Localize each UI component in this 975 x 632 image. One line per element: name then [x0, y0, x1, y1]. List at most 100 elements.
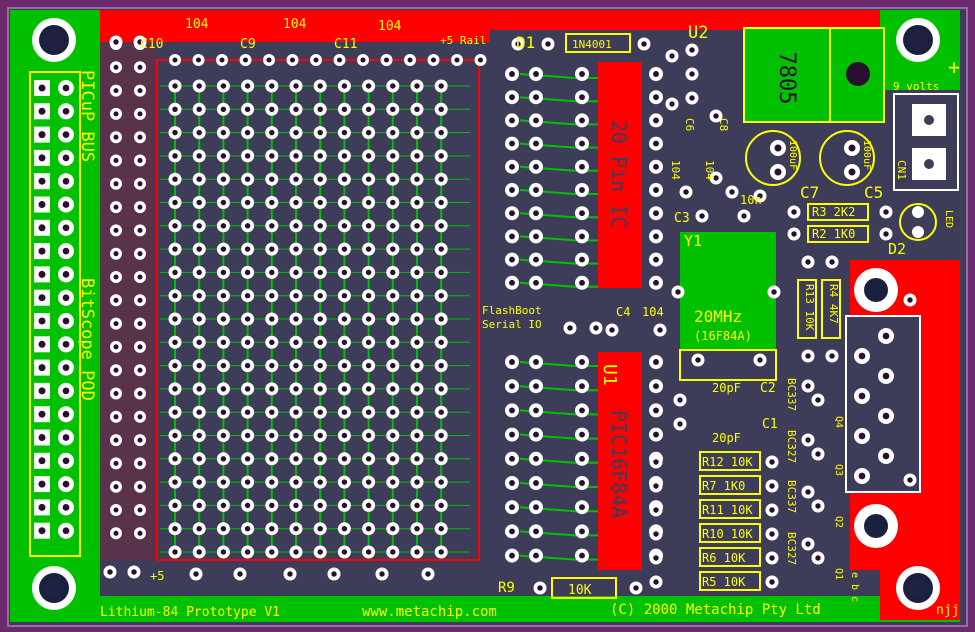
proto-hole	[362, 172, 376, 186]
proto-hole	[241, 452, 255, 466]
pad	[903, 473, 917, 487]
proto-hole	[168, 219, 182, 233]
proto-hole	[410, 359, 424, 373]
header-pin	[34, 289, 50, 306]
proto-hole	[192, 475, 206, 489]
proto-hole	[110, 504, 122, 516]
proto-hole	[386, 475, 400, 489]
proto-hole	[241, 196, 255, 209]
proto-hole	[434, 172, 448, 186]
label-q1: Q1	[833, 568, 844, 580]
proto-hole	[265, 359, 279, 373]
header-pin	[34, 406, 50, 423]
label-c11: C11	[334, 37, 357, 52]
proto-hole	[386, 219, 400, 233]
ic-pin	[575, 113, 589, 128]
proto-hole	[110, 527, 122, 540]
proto-hole	[410, 242, 424, 256]
pad	[533, 581, 547, 595]
label-c8-val: 104	[703, 160, 716, 180]
proto-hole	[313, 382, 327, 396]
led	[899, 203, 937, 241]
pad	[767, 285, 781, 299]
pad	[811, 447, 825, 461]
proto-hole	[337, 382, 351, 396]
proto-hole	[313, 289, 327, 303]
ic-pin	[649, 229, 663, 244]
proto-hole	[110, 434, 122, 447]
silkscreen: C10 104 C9 104 C11 104 +5 Rail D1 1N4001…	[77, 17, 960, 620]
proto-hole	[434, 545, 448, 559]
proto-hole	[410, 196, 424, 209]
proto-hole	[241, 126, 255, 140]
label-cap-100u-a: 100uF	[787, 140, 798, 170]
pad	[695, 209, 709, 223]
top-pad	[263, 54, 275, 66]
proto-hole	[168, 452, 182, 466]
mounting-hole	[896, 18, 940, 62]
ic-pin	[575, 476, 589, 490]
label-r7: R7 1K0	[702, 479, 745, 493]
proto-hole	[289, 522, 303, 536]
proto-hole	[313, 335, 327, 349]
proto-hole	[337, 219, 351, 233]
proto-hole	[386, 522, 400, 536]
proto-hole	[192, 312, 206, 326]
header-pin	[58, 452, 74, 469]
proto-hole	[265, 265, 279, 279]
proto-hole	[265, 522, 279, 536]
proto-hole	[313, 498, 327, 512]
db9-pins	[854, 328, 894, 484]
label-xtal-sub: (16F84A)	[694, 329, 752, 343]
proto-hole	[168, 522, 182, 536]
ic-pin	[575, 159, 589, 174]
proto-hole	[362, 452, 376, 466]
proto-hole	[410, 126, 424, 140]
ground-pour-left	[10, 10, 100, 622]
header-pin	[34, 243, 50, 260]
proto-hole	[110, 224, 122, 237]
proto-hole	[434, 102, 448, 116]
proto-hole	[362, 79, 376, 93]
pad	[505, 183, 519, 197]
proto-hole	[313, 405, 327, 419]
proto-hole	[386, 79, 400, 93]
ic-pin	[575, 524, 589, 539]
label-ic20: 20 Pin IC	[607, 120, 631, 228]
u1-body	[598, 352, 642, 570]
ic-pin	[649, 427, 663, 442]
pad	[233, 567, 247, 581]
header-pin	[58, 429, 74, 446]
ic-pin	[575, 206, 589, 221]
pad	[811, 393, 825, 407]
proto-hole	[386, 545, 400, 559]
ic-pin	[575, 379, 589, 394]
proto-hole	[216, 149, 230, 163]
proto-hole	[386, 102, 400, 116]
proto-hole	[386, 126, 400, 140]
pad	[529, 206, 543, 221]
proto-hole	[265, 242, 279, 256]
header-pin	[58, 173, 74, 190]
pad	[691, 353, 705, 367]
pad	[529, 67, 543, 81]
proto-hole	[289, 359, 303, 373]
proto-hole	[337, 429, 351, 442]
proto-hole	[110, 340, 122, 353]
label-footer-left: Lithium-84 Prototype V1	[100, 605, 280, 620]
proto-hole	[410, 382, 424, 396]
pad	[505, 379, 519, 394]
label-c5: C5	[864, 183, 883, 202]
pad	[765, 455, 779, 469]
proto-hole	[265, 452, 279, 466]
proto-hole	[265, 79, 279, 93]
proto-hole	[434, 265, 448, 279]
header-pin	[58, 266, 74, 283]
proto-hole	[362, 219, 376, 233]
proto-hole	[168, 102, 182, 116]
proto-hole	[386, 196, 400, 209]
proto-hole	[168, 359, 182, 373]
proto-hole	[337, 149, 351, 163]
pad	[653, 323, 667, 337]
